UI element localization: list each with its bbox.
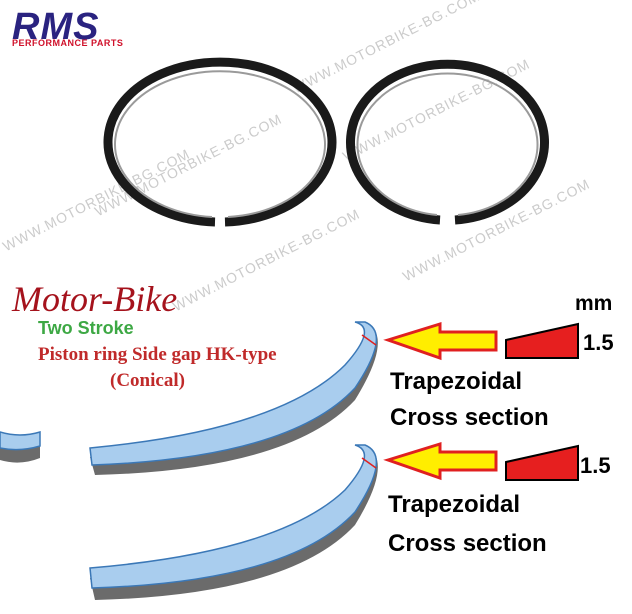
lower-shape-label: Trapezoidal bbox=[388, 491, 521, 518]
upper-thickness-value: 1.5 bbox=[583, 330, 614, 355]
upper-arrow bbox=[383, 321, 498, 361]
left-piston-ring bbox=[103, 57, 337, 227]
lower-arrow bbox=[383, 441, 498, 481]
upper-ring-diagram bbox=[0, 321, 378, 475]
rms-tagline: PERFORMANCE PARTS bbox=[12, 38, 124, 48]
upper-trapezoid-cross-section bbox=[505, 322, 579, 359]
left-ring-highlight bbox=[114, 70, 326, 218]
upper-cross-section-label: Cross section bbox=[390, 404, 549, 431]
lower-cross-section-label: Cross section bbox=[388, 530, 547, 557]
conical-label: (Conical) bbox=[110, 370, 185, 391]
lower-ring-diagram bbox=[89, 444, 378, 600]
right-piston-ring bbox=[346, 59, 549, 225]
unit-label: mm bbox=[575, 292, 613, 315]
piston-ring-description: Piston ring Side gap HK-type bbox=[38, 344, 277, 365]
motor-bike-title: Motor-Bike bbox=[12, 279, 178, 319]
lower-thickness-value: 1.5 bbox=[580, 453, 611, 478]
two-stroke-subtitle: Two Stroke bbox=[38, 318, 134, 338]
lower-trapezoid-cross-section bbox=[505, 444, 579, 481]
rms-logo: RMS bbox=[12, 6, 100, 48]
upper-shape-label: Trapezoidal bbox=[390, 368, 523, 395]
right-ring-highlight bbox=[356, 72, 539, 216]
